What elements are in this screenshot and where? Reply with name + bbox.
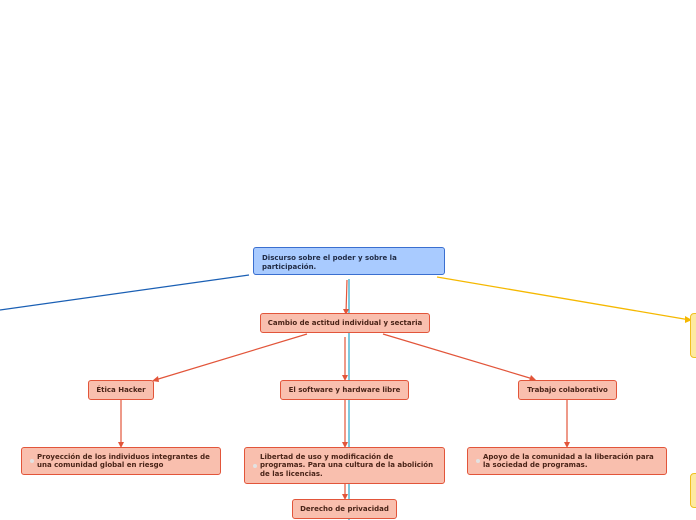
branch-node-label: El software y hardware libre	[288, 385, 401, 394]
leaf-node-apoyo[interactable]: Apoyo de la comunidad a la liberación pa…	[467, 447, 667, 475]
branch-node-label: Ética Hacker	[96, 385, 146, 394]
leaf-node-label: Proyección de los individuos integrantes…	[37, 452, 210, 470]
arrow-topic-trabajo	[529, 375, 536, 381]
branch-node-label: Trabajo colaborativo	[527, 385, 608, 394]
bullet-icon	[476, 459, 480, 463]
link-topic-trabajo	[382, 333, 534, 380]
link-root-left	[0, 274, 250, 311]
root-node[interactable]: Discurso sobre el poder y sobre la parti…	[253, 247, 445, 275]
leaf-node-label: Libertad de uso y modificación de progra…	[260, 452, 434, 478]
bullet-icon	[253, 463, 257, 468]
offscreen-node-lower-right[interactable]	[690, 473, 696, 508]
arrow-trabajo-apoyo	[564, 442, 570, 448]
offscreen-node-upper-right[interactable]	[690, 313, 696, 358]
arrow-topic-etica	[152, 376, 159, 382]
topic-node-label: Cambio de actitud individual y sectaria	[267, 318, 423, 327]
leaf-node-label: Derecho de privacidad	[300, 504, 389, 513]
link-root-right	[436, 276, 691, 321]
arrow-etica-proyeccion	[118, 442, 124, 448]
leaf-node-proyeccion[interactable]: Proyección de los individuos integrantes…	[21, 447, 221, 475]
leaf-node-libertad[interactable]: Libertad de uso y modificación de progra…	[244, 447, 445, 484]
bullet-icon	[30, 459, 34, 463]
leaf-node-label: Apoyo de la comunidad a la liberación pa…	[483, 452, 654, 470]
link-root-topic	[345, 279, 348, 314]
arrow-topic-software	[342, 375, 348, 381]
leaf-node-privacidad[interactable]: Derecho de privacidad	[292, 499, 397, 519]
topic-node[interactable]: Cambio de actitud individual y sectaria	[260, 313, 430, 333]
branch-node-trabajo-colaborativo[interactable]: Trabajo colaborativo	[518, 380, 617, 400]
branch-node-software-hardware[interactable]: El software y hardware libre	[280, 380, 409, 400]
arrow-libertad-privacidad	[342, 494, 348, 500]
link-topic-etica	[154, 333, 308, 381]
root-node-label: Discurso sobre el poder y sobre la parti…	[262, 254, 397, 271]
branch-node-etica-hacker[interactable]: Ética Hacker	[88, 380, 154, 400]
arrow-root-topic	[343, 309, 349, 315]
arrow-software-libertad	[342, 442, 348, 448]
arrow-root-right	[685, 316, 692, 323]
